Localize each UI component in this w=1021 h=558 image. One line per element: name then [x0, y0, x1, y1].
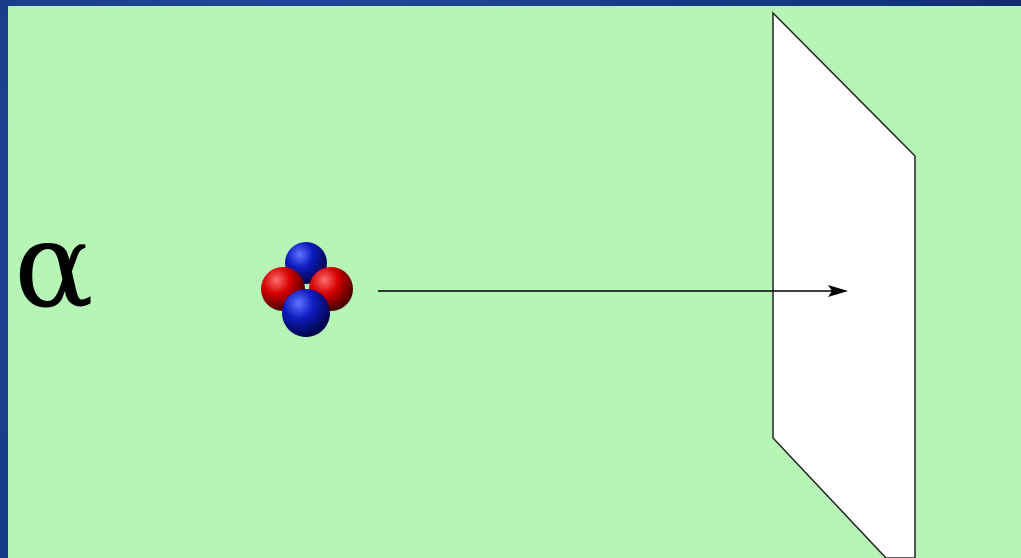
diagram-panel: α: [8, 6, 1021, 558]
paper-sheet-icon: [772, 11, 916, 558]
diagram-canvas: [261, 11, 916, 558]
alpha-particle-nucleus-icon: [261, 242, 353, 337]
neutron-sphere-bottom: [282, 289, 330, 337]
alpha-symbol-label: α: [14, 196, 94, 334]
